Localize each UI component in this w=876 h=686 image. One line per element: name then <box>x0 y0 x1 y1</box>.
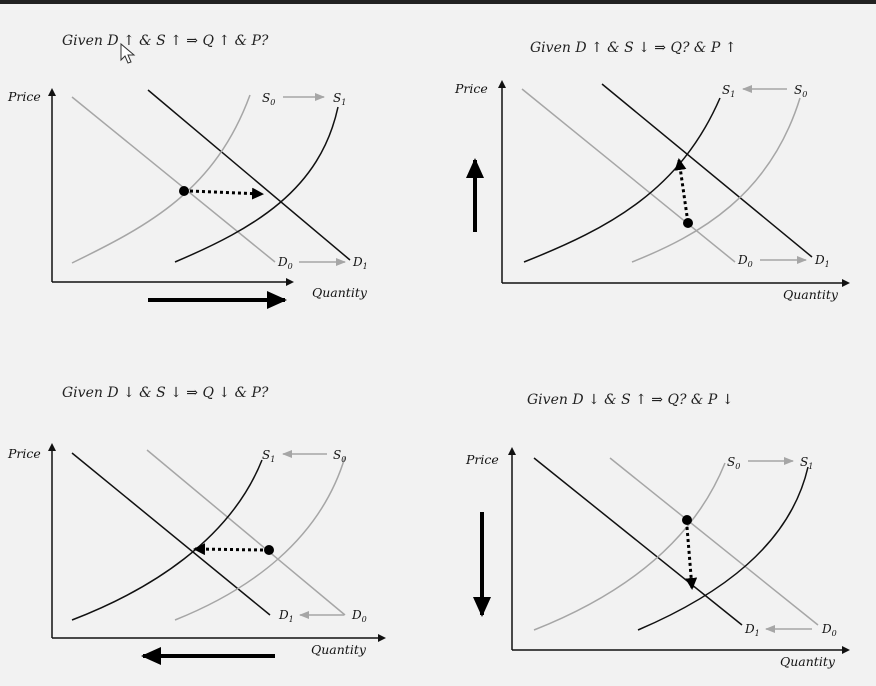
svg-text:D0: D0 <box>821 622 837 638</box>
panel-2-demand-new <box>601 83 813 258</box>
panel-1-demand-shift-label: D0 D1 <box>277 255 368 271</box>
panel-3-supply-new <box>71 459 263 621</box>
panel-4-demand-new <box>533 457 743 626</box>
panel-4-title: Given D ↓ & S ↑ ⇒ Q? & P ↓ <box>527 392 733 408</box>
svg-text:S1: S1 <box>333 91 346 107</box>
svg-text:S0: S0 <box>333 448 346 464</box>
panel-4-supply-new <box>637 466 809 631</box>
svg-text:S1: S1 <box>722 83 735 99</box>
panel-4-equilibrium-shift-arrow <box>685 526 698 590</box>
panel-3-supply-old <box>174 456 346 621</box>
panel-2-equilibrium-point <box>683 218 693 228</box>
panel-3-equilibrium-point <box>264 545 274 555</box>
svg-text:S1: S1 <box>800 455 813 471</box>
svg-text:S0: S0 <box>262 91 275 107</box>
panel-4-x-label: Quantity <box>780 654 836 669</box>
top-border <box>0 0 876 4</box>
panel-3-equilibrium-shift-arrow <box>193 543 264 556</box>
svg-text:D1: D1 <box>744 622 760 638</box>
panel-3-title: Given D ↓ & S ↓ ⇒ Q ↓ & P? <box>62 385 269 401</box>
panel-2-title: Given D ↑ & S ↓ ⇒ Q? & P ↑ <box>530 40 736 56</box>
panel-2-x-label: Quantity <box>783 287 839 302</box>
panel-2-equilibrium-shift-arrow <box>674 158 689 217</box>
panel-4-equilibrium-point <box>682 515 692 525</box>
mouse-pointer-icon <box>120 42 136 64</box>
panel-3-demand-new <box>71 452 271 616</box>
panel-2-supply-new <box>523 97 721 263</box>
panel-1-demand-old <box>71 96 276 263</box>
panel-1-supply-shift-label: S0 S1 <box>262 91 346 107</box>
panel-3-x-label: Quantity <box>311 642 367 657</box>
svg-text:S0: S0 <box>794 83 807 99</box>
panel-2: Given D ↑ & S ↓ ⇒ Q? & P ↑ Price Quantit… <box>454 40 850 302</box>
panel-1-title: Given D ↑ & S ↑ ⇒ Q ↑ & P? <box>62 33 269 49</box>
panel-2-y-label: Price <box>454 81 488 96</box>
panel-4-supply-shift-label: S0 S1 <box>727 455 813 471</box>
panel-2-supply-shift-label: S1 S0 <box>722 83 807 99</box>
panel-1-y-label: Price <box>7 89 41 104</box>
panel-1-equilibrium-shift-arrow <box>189 187 264 200</box>
svg-text:D0: D0 <box>351 608 367 624</box>
panel-1: Given D ↑ & S ↑ ⇒ Q ↑ & P? Price Quantit… <box>7 33 368 309</box>
panel-4-supply-old <box>533 462 726 631</box>
svg-text:D1: D1 <box>278 608 294 624</box>
panel-3-demand-shift-label: D1 D0 <box>278 608 367 624</box>
panel-3-y-label: Price <box>7 446 41 461</box>
svg-text:D1: D1 <box>814 253 830 269</box>
panel-3: Given D ↓ & S ↓ ⇒ Q ↓ & P? Price Quantit… <box>7 385 386 665</box>
svg-text:S1: S1 <box>262 448 275 464</box>
panel-4: Given D ↓ & S ↑ ⇒ Q? & P ↓ Price Quantit… <box>465 392 850 669</box>
panel-2-supply-old <box>631 97 801 263</box>
panel-4-demand-shift-label: D1 D0 <box>744 622 837 638</box>
panel-3-supply-shift-label: S1 S0 <box>262 448 346 464</box>
svg-text:D0: D0 <box>277 255 293 271</box>
panel-1-x-label: Quantity <box>312 285 368 300</box>
panel-4-y-label: Price <box>465 452 499 467</box>
panel-1-supply-old <box>71 94 251 264</box>
panel-3-demand-old <box>146 449 346 616</box>
svg-text:S0: S0 <box>727 455 740 471</box>
panel-2-demand-shift-label: D0 D1 <box>737 253 830 269</box>
panel-1-supply-new <box>174 106 339 263</box>
panel-1-demand-new <box>147 89 351 261</box>
svg-text:D0: D0 <box>737 253 753 269</box>
panel-2-demand-old <box>521 88 736 263</box>
panel-1-equilibrium-point <box>179 186 189 196</box>
svg-text:D1: D1 <box>352 255 368 271</box>
panel-4-demand-old <box>609 457 819 626</box>
